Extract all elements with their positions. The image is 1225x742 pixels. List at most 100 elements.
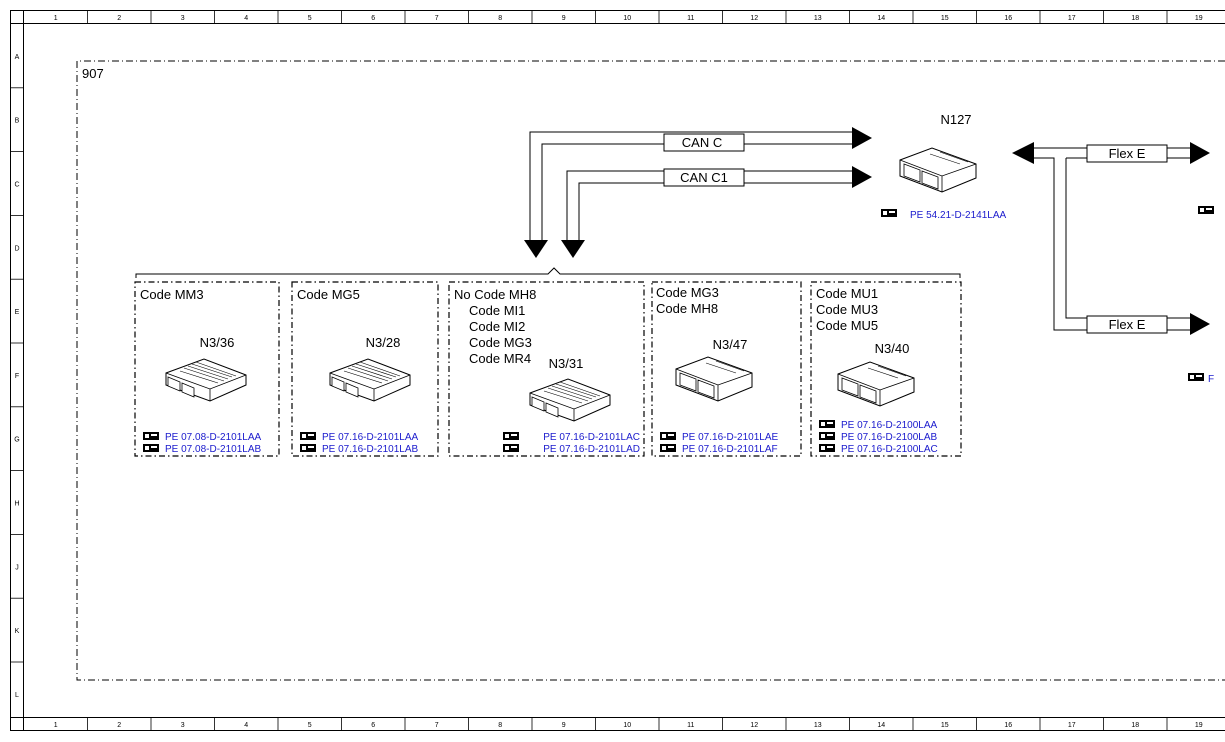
grid-col-bottom-9: 9	[562, 722, 566, 729]
ref-link[interactable]: PE 07.16-D-2101LAF	[682, 444, 778, 455]
ref-link[interactable]: PE 07.08-D-2101LAA	[165, 432, 262, 443]
region-907-boundary	[76, 60, 1225, 681]
n127-ref-icon	[881, 209, 897, 217]
grid-row-B: B	[15, 118, 20, 125]
grid-col-bottom-18: 18	[1131, 722, 1139, 729]
grid-column-labels: 1122334455667788991010111112121313141415…	[54, 10, 1203, 730]
module-code: Code MU3	[816, 302, 878, 317]
module-boundary	[134, 281, 280, 457]
grid-col-bottom-8: 8	[498, 722, 502, 729]
module-code: Code MI2	[469, 319, 525, 334]
module-code: Code MG3	[656, 285, 719, 300]
grid-col-top-5: 5	[308, 15, 312, 22]
ecu-image	[675, 356, 753, 402]
grid-col-bottom-4: 4	[244, 722, 248, 729]
grid-col-bottom-5: 5	[308, 722, 312, 729]
grid-col-top-12: 12	[750, 15, 758, 22]
ref-icon	[143, 432, 159, 440]
grid-col-top-8: 8	[498, 15, 502, 22]
ref-link[interactable]: PE 07.16-D-2101LAC	[543, 432, 640, 443]
module-code: Code MI1	[469, 303, 525, 318]
module-code: Code MG3	[469, 335, 532, 350]
flex-e-top-arrow-right	[1190, 142, 1210, 164]
can-c1-arrow-down	[561, 240, 585, 258]
grid-col-top-10: 10	[623, 15, 631, 22]
flex-e-bus: Flex E Flex E	[1012, 142, 1210, 335]
grid-col-bottom-17: 17	[1068, 722, 1076, 729]
ref-icon	[143, 444, 159, 452]
grid-col-bottom-2: 2	[117, 722, 121, 729]
ref-link[interactable]: PE 07.16-D-2101LAE	[682, 432, 779, 443]
grid-col-top-13: 13	[814, 15, 822, 22]
flex-e-arrow-left	[1012, 142, 1034, 164]
ecu-image	[837, 361, 915, 407]
flex-e-bottom-label: Flex E	[1109, 317, 1146, 332]
ecu-image	[329, 358, 411, 402]
ref-link[interactable]: PE 07.16-D-2100LAC	[841, 444, 938, 455]
grid-row-A: A	[15, 54, 20, 61]
ref-link[interactable]: PE 07.16-D-2101LAA	[322, 432, 419, 443]
grid-col-top-1: 1	[54, 15, 58, 22]
cut-ref-icon-top	[1198, 206, 1214, 214]
can-c1-label: CAN C1	[680, 170, 728, 185]
module-code: No Code MH8	[454, 287, 536, 302]
ref-link[interactable]: PE 07.08-D-2101LAB	[165, 444, 262, 455]
ecu-image	[165, 358, 247, 402]
can-c1-bus: CAN C1	[561, 166, 872, 258]
n127-ref-link[interactable]: PE 54.21-D-2141LAA	[910, 210, 1007, 221]
grid-col-top-11: 11	[687, 15, 694, 22]
grid-col-top-19: 19	[1195, 15, 1203, 22]
grid-col-bottom-1: 1	[54, 722, 58, 729]
module-code: Code MH8	[656, 301, 718, 316]
flex-e-bottom-arrow-right	[1190, 313, 1210, 335]
grid-col-top-9: 9	[562, 15, 566, 22]
ecu-image	[529, 378, 611, 422]
cut-ref-text[interactable]: F	[1208, 374, 1214, 385]
ref-link[interactable]: PE 07.16-D-2101LAD	[543, 444, 640, 455]
grid-col-top-15: 15	[941, 15, 949, 22]
grid-row-F: F	[15, 373, 19, 380]
grid-col-bottom-12: 12	[750, 722, 758, 729]
ref-icon	[503, 444, 519, 452]
module-boundary	[291, 281, 439, 457]
n127-label: N127	[940, 112, 971, 127]
grid-row-C: C	[14, 182, 19, 189]
module-label: N3/40	[875, 341, 910, 356]
ref-link[interactable]: PE 07.16-D-2100LAB	[841, 432, 938, 443]
grid-col-bottom-16: 16	[1004, 722, 1012, 729]
module-label: N3/36	[200, 335, 235, 350]
grid-col-top-14: 14	[877, 15, 885, 22]
can-c-bus: CAN C	[524, 127, 872, 258]
can-c-label: CAN C	[682, 135, 722, 150]
ref-icon	[819, 432, 835, 440]
grid-col-bottom-6: 6	[371, 722, 375, 729]
ref-link[interactable]: PE 07.16-D-2101LAB	[322, 444, 419, 455]
grid-row-H: H	[14, 501, 19, 508]
grid-col-bottom-19: 19	[1195, 722, 1203, 729]
grid-col-top-18: 18	[1131, 15, 1139, 22]
ref-icon	[819, 444, 835, 452]
ref-icon	[660, 444, 676, 452]
grid-col-top-17: 17	[1068, 15, 1076, 22]
region-label: 907	[82, 66, 104, 81]
ref-link[interactable]: PE 07.16-D-2100LAA	[841, 420, 938, 431]
grid-col-bottom-14: 14	[877, 722, 885, 729]
ref-icon	[819, 420, 835, 428]
module-code: Code MG5	[297, 287, 360, 302]
grid-col-bottom-10: 10	[623, 722, 631, 729]
grid-row-G: G	[14, 437, 19, 444]
module-label: N3/31	[549, 356, 584, 371]
grid-row-K: K	[15, 628, 20, 635]
grid-col-top-3: 3	[181, 15, 185, 22]
module-label: N3/47	[713, 337, 748, 352]
grid-col-top-4: 4	[244, 15, 248, 22]
grid-col-bottom-15: 15	[941, 722, 949, 729]
module-boundary	[651, 281, 802, 457]
grid-col-top-7: 7	[435, 15, 439, 22]
ref-icon	[503, 432, 519, 440]
ref-icon	[660, 432, 676, 440]
